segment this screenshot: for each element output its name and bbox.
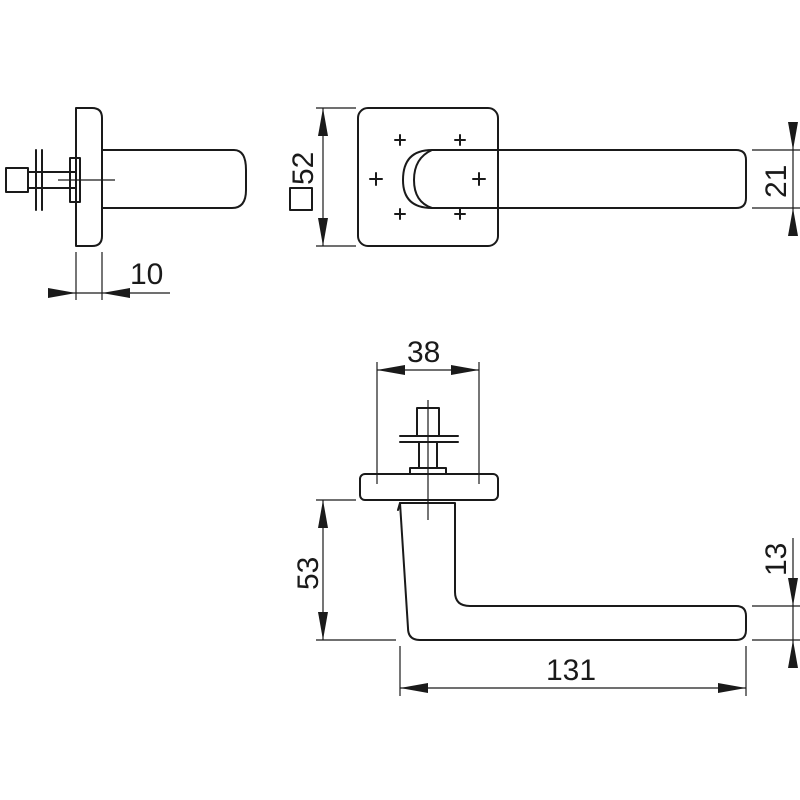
elevation-view [359, 400, 747, 641]
square-symbol [289, 187, 313, 211]
dim-rose-width: 38 [376, 336, 480, 484]
spindle [5, 167, 29, 193]
dim-lever-drop: 53 [292, 499, 396, 641]
dim-rose-square: 52 [287, 107, 356, 247]
dim-label-10: 10 [130, 258, 163, 291]
rose-square [357, 107, 499, 247]
dim-lever-height: 21 [752, 122, 800, 236]
front-view [357, 107, 747, 247]
dim-rose-thickness: 10 [48, 252, 170, 300]
screw-marks [369, 134, 486, 220]
lever-front [402, 149, 747, 209]
dim-label-38: 38 [407, 336, 440, 369]
side-view [5, 107, 247, 247]
dim-lever-tip: 13 [752, 538, 800, 668]
dim-label-131: 131 [546, 654, 596, 687]
rose-plate-elevation [359, 473, 499, 501]
lever-side [101, 149, 247, 209]
rose-plate-side [75, 107, 103, 247]
dim-lever-length: 131 [399, 646, 747, 696]
dim-label-21: 21 [760, 165, 793, 198]
dim-label-53: 53 [292, 557, 325, 590]
dim-label-13: 13 [760, 543, 793, 576]
lever-elevation [399, 502, 747, 641]
dim-label-52: 52 [287, 152, 320, 185]
